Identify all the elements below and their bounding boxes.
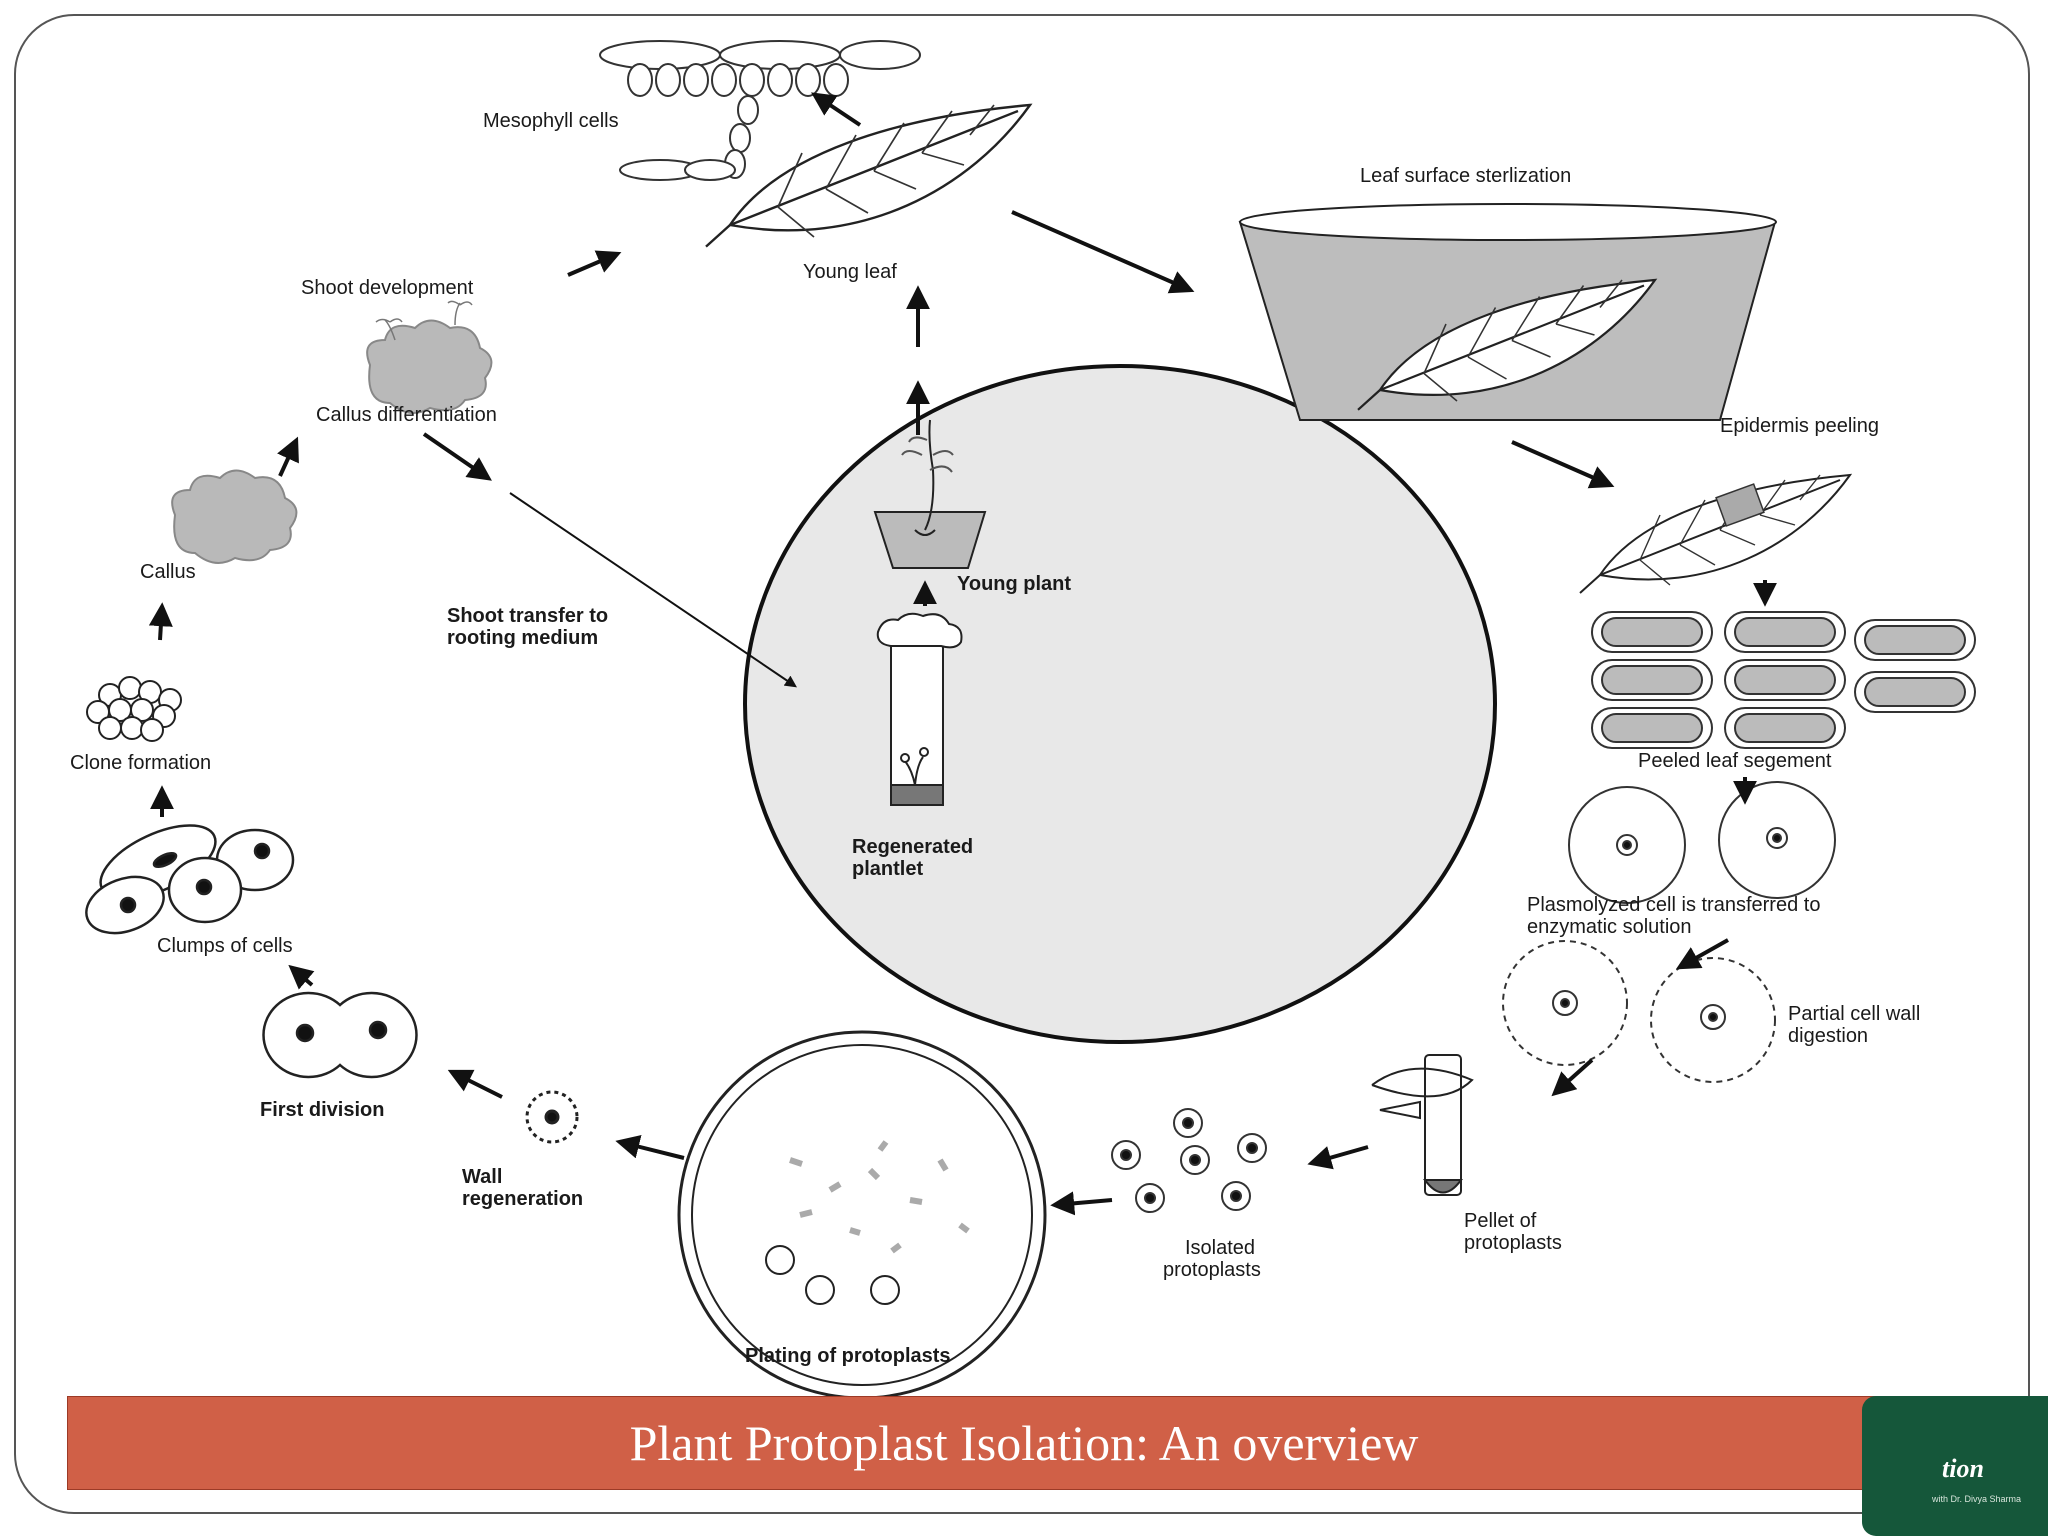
label-shoot-transfer-1: Shoot transfer to xyxy=(447,605,608,627)
epidermis-peeling-leaf xyxy=(1579,474,1851,594)
label-epidermis-peeling: Epidermis peeling xyxy=(1720,415,1879,437)
label-clumps: Clumps of cells xyxy=(157,935,293,957)
peeled-segment-cells xyxy=(1591,611,1976,749)
slide-title: Plant Protoplast Isolation: An overview xyxy=(629,1415,1419,1471)
flow-arrows xyxy=(148,92,1777,1216)
wall-regeneration-cell xyxy=(525,1090,579,1144)
label-leaf-surface-sterilization: Leaf surface sterlization xyxy=(1360,165,1571,187)
plating-petri-dish xyxy=(677,1030,1047,1400)
label-plasmolyzed-1: Plasmolyzed cell is transferred to xyxy=(1527,894,1820,916)
partial-digestion-cells xyxy=(1502,940,1776,1083)
sterilization-beaker xyxy=(1238,203,1777,421)
shoot-transfer-arrow xyxy=(509,492,797,688)
label-peeled-leaf-segment: Peeled leaf segement xyxy=(1638,750,1832,772)
label-mesophyll-cells: Mesophyll cells xyxy=(483,110,619,132)
label-shoot-development: Shoot development xyxy=(301,277,474,299)
label-partial-digestion-1: Partial cell wall xyxy=(1788,1003,1920,1025)
label-regenerated-2: plantlet xyxy=(852,858,923,880)
label-partial-digestion-2: digestion xyxy=(1788,1025,1868,1047)
label-callus: Callus xyxy=(140,561,196,583)
label-wall-1: Wall xyxy=(462,1166,502,1188)
label-wall-2: regeneration xyxy=(462,1188,583,1210)
label-plating: Plating of protoplasts xyxy=(745,1345,951,1367)
young-leaf-illustration xyxy=(704,103,1032,248)
centrifuge-tube xyxy=(1371,1054,1474,1196)
label-pellet-2: protoplasts xyxy=(1464,1232,1562,1254)
label-callus-differentiation: Callus differentiation xyxy=(316,404,497,426)
label-shoot-transfer-2: rooting medium xyxy=(447,627,598,649)
central-culture-circle xyxy=(743,364,1497,1044)
clone-formation-cells xyxy=(86,676,182,742)
label-regenerated-1: Regenerated xyxy=(852,836,973,858)
slide-frame xyxy=(14,14,2030,1514)
label-isolated-2: protoplasts xyxy=(1163,1259,1261,1281)
callus-illustration xyxy=(171,469,298,564)
mesophyll-cells-illustration xyxy=(599,40,921,181)
logo-badge: tion with Dr. Divya Sharma xyxy=(1862,1396,2048,1536)
regenerated-plantlet-tube xyxy=(876,612,963,806)
first-division-cell xyxy=(262,991,418,1079)
label-clone-formation: Clone formation xyxy=(70,752,211,774)
clumps-of-cells xyxy=(85,824,295,935)
young-plant-pot xyxy=(873,419,987,569)
logo-text: tion xyxy=(1942,1454,1984,1483)
isolated-protoplasts xyxy=(1111,1108,1267,1213)
callus-differentiation-illustration xyxy=(366,300,493,414)
title-bar: Plant Protoplast Isolation: An overview xyxy=(67,1396,1981,1490)
plasmolyzed-cells xyxy=(1568,781,1836,904)
label-isolated-1: Isolated xyxy=(1185,1237,1255,1259)
label-young-leaf: Young leaf xyxy=(803,261,897,283)
label-pellet-1: Pellet of xyxy=(1464,1210,1537,1232)
logo-subtext: with Dr. Divya Sharma xyxy=(1932,1494,2022,1504)
label-plasmolyzed-2: enzymatic solution xyxy=(1527,916,1692,938)
label-first-division: First division xyxy=(260,1099,384,1121)
label-young-plant: Young plant xyxy=(957,573,1071,595)
